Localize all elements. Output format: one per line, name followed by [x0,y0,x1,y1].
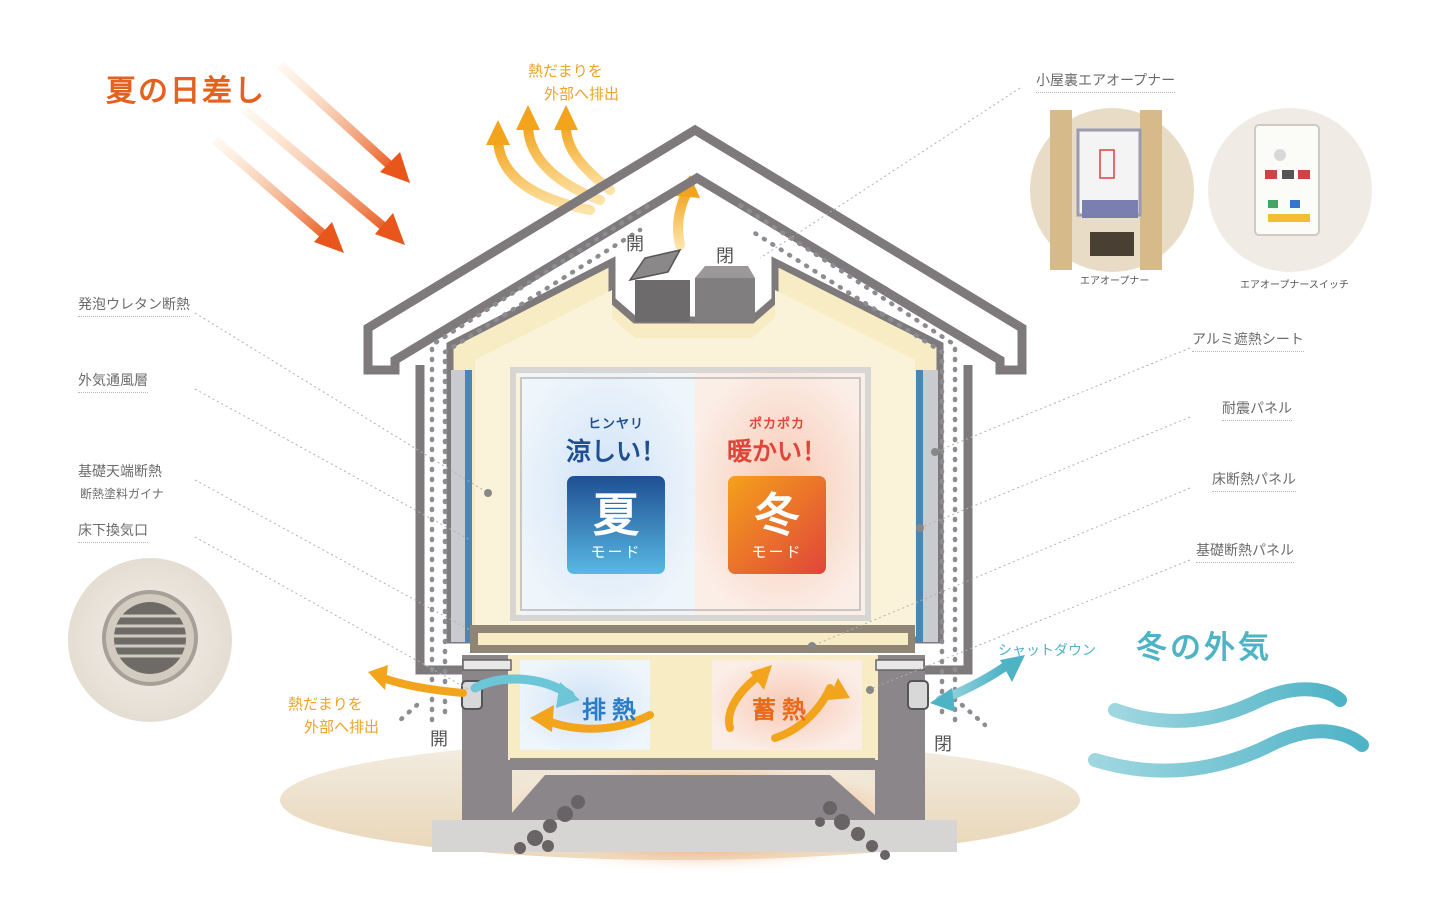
attic-air-openers [628,248,755,322]
summer-mode: ヒンヤリ 涼しい！ 夏 モード [560,413,672,574]
attic-opener-photo [1030,108,1194,272]
leader-lines [194,87,1191,691]
summer-mode-headline: 涼しい！ [565,437,666,466]
roof-exhaust-line2: 外部へ排出 [544,85,620,103]
sunlight-arrows [212,61,410,253]
winter-mode-headline: 暖かい！ [726,437,827,466]
label-attic-opener: 小屋裏エアオープナー [1036,70,1176,93]
foundation [432,655,957,852]
seismic-panel-right [916,370,923,642]
crawl-vent-right [875,659,925,671]
floor-panel-core [478,633,908,645]
marker-seismic [916,524,924,532]
label-seismic-panel: 耐震パネル [1222,398,1292,421]
label-insulation-paint: 断熱塗料ガイナ [80,487,164,501]
winter-air-title: 冬の外気 [1136,630,1272,666]
attic-open-label: 開 [626,234,644,255]
ground-stones [514,795,890,860]
caption-attic-opener: エアオープナー [1080,276,1150,287]
attic-close-label: 閉 [716,246,734,267]
label-seismic-panel-text: 耐震パネル [1222,401,1292,421]
label-exterior-ventilation-text: 外気通風層 [78,373,148,393]
crawl-vent-left [462,659,512,671]
winter-mode: ポカポカ 暖かい！ 冬 モード [721,413,833,574]
crawl-close-label: 閉 [934,734,952,755]
attic-opener-switch-photo [1208,108,1372,272]
crawl-exhaust-note: 熱だまりを 外部へ排出 [288,693,379,739]
label-floor-insulation-panel-text: 床断熱パネル [1212,472,1296,492]
heat-storage-label: 蓄熱 [752,696,812,724]
label-aluminum-sheet: アルミ遮熱シート [1192,329,1304,352]
label-foundation-insulation-panel-text: 基礎断熱パネル [1196,543,1294,563]
summer-mode-badge: 夏 モード [567,476,665,574]
window-inner-frame [520,377,861,611]
heat-exhaust-label: 排熱 [582,696,642,724]
label-underfloor-vent-text: 床下換気口 [78,523,148,543]
winter-mode-badge: 冬 モード [728,476,826,574]
underfloor-vent-right [907,680,929,710]
winter-mode-sub: ポカポカ [748,417,805,432]
summer-mode-sub: ヒンヤリ [587,417,644,432]
seismic-panel-left [465,370,472,642]
roof-exhaust-note: 熱だまりを 外部へ排出 [528,60,619,106]
crawl-arrowheads [368,655,1025,732]
marker-aluminum [931,448,939,456]
aluminum-sheet-right [923,370,938,642]
label-urethane-insulation: 発泡ウレタン断熱 [78,294,190,317]
label-foundation-top-insulation: 基礎天端断熱 [78,464,162,480]
label-foundation-insulation-panel: 基礎断熱パネル [1196,540,1294,563]
marker-urethane [484,489,492,497]
window-frame [510,367,871,621]
underfloor-vent-photo [68,558,232,722]
roof-exhaust-line1: 熱だまりを [528,62,603,80]
summer-mode-word: モード [590,542,642,561]
shutdown-label: シャットダウン [998,643,1096,659]
winter-mode-kanji: 冬 [754,487,800,542]
label-underfloor-vent: 床下換気口 [78,520,148,543]
winter-mode-word: モード [751,542,803,561]
house-shell [363,124,1027,675]
marker-floor-panel [808,642,816,650]
label-attic-opener-text: 小屋裏エアオープナー [1036,73,1176,93]
summer-sunlight-title: 夏の日差し [106,74,266,109]
label-aluminum-sheet-text: アルミ遮熱シート [1192,332,1304,352]
label-urethane-insulation-text: 発泡ウレタン断熱 [78,297,190,317]
crawl-exhaust-line2: 外部へ排出 [304,718,380,736]
summer-mode-kanji: 夏 [593,487,639,542]
ventilation-airflow-path [395,202,988,728]
caption-opener-switch: エアオープナースイッチ [1240,280,1349,291]
label-exterior-ventilation: 外気通風層 [78,370,148,393]
marker-foundation-panel [866,686,874,694]
label-floor-insulation-panel: 床断熱パネル [1212,469,1296,492]
aluminum-sheet-left [451,370,466,642]
crawl-open-label: 開 [430,729,448,750]
crawl-exhaust-line1: 熱だまりを [288,695,363,713]
winter-wind-waves [1088,682,1369,778]
